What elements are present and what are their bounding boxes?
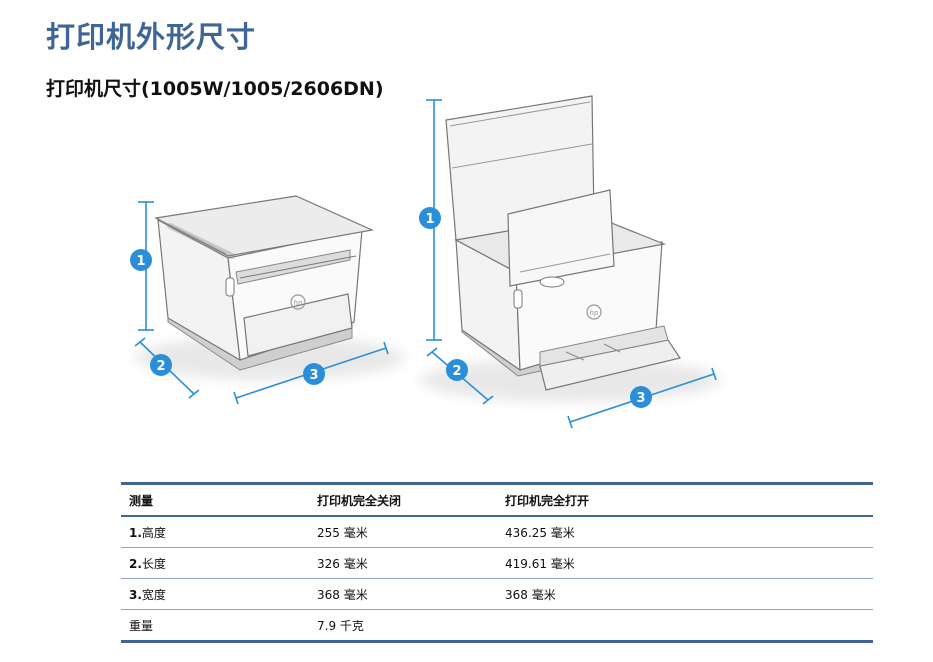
printer-dimension-illustration: hp hp [130,95,720,429]
badge-height-open: 1 [419,207,441,229]
dimensions-table: 测量 打印机完全关闭 打印机完全打开 1.高度 255 毫米 436.25 毫米… [121,482,873,643]
svg-text:2: 2 [452,364,461,379]
svg-text:2: 2 [156,359,165,374]
section-title: 打印机尺寸(1005W/1005/2606DN) [46,78,384,100]
open-value [497,609,873,643]
open-value: 368 毫米 [497,578,873,610]
hp-logo: hp [294,299,303,307]
svg-text:3: 3 [636,391,645,406]
header-open: 打印机完全打开 [505,493,590,508]
table-row: 2.长度 326 毫米 419.61 毫米 [121,547,873,579]
table-row: 1.高度 255 毫米 436.25 毫米 [121,516,873,548]
header-measure: 测量 [129,493,154,508]
table-header-row: 测量 打印机完全关闭 打印机完全打开 [121,483,873,516]
svg-text:1: 1 [425,212,434,227]
svg-text:1: 1 [136,254,145,269]
badge-length-closed: 2 [150,354,172,376]
row-label: 3.宽度 [121,578,309,610]
row-label: 2.长度 [121,547,309,579]
badge-width-closed: 3 [303,363,325,385]
closed-value: 368 毫米 [309,578,497,610]
badge-length-open: 2 [446,359,468,381]
closed-value: 326 毫米 [309,547,497,579]
table-row: 3.宽度 368 毫米 368 毫米 [121,578,873,610]
badge-width-open: 3 [630,386,652,408]
dimension-badges: 1 2 3 1 2 3 [130,207,652,408]
closed-value: 7.9 千克 [309,609,497,643]
open-value: 436.25 毫米 [497,516,873,548]
page-title: 打印机外形尺寸 [46,20,257,54]
table-row: 重量 7.9 千克 [121,609,873,643]
closed-value: 255 毫米 [309,516,497,548]
svg-text:hp: hp [590,309,599,317]
svg-text:3: 3 [309,368,318,383]
open-value: 419.61 毫米 [497,547,873,579]
badge-height-closed: 1 [130,249,152,271]
closed-printer: hp [135,195,405,380]
row-label: 重量 [121,609,309,643]
open-printer: hp [420,95,720,402]
header-closed: 打印机完全关闭 [317,493,402,508]
row-label: 1.高度 [121,516,309,548]
